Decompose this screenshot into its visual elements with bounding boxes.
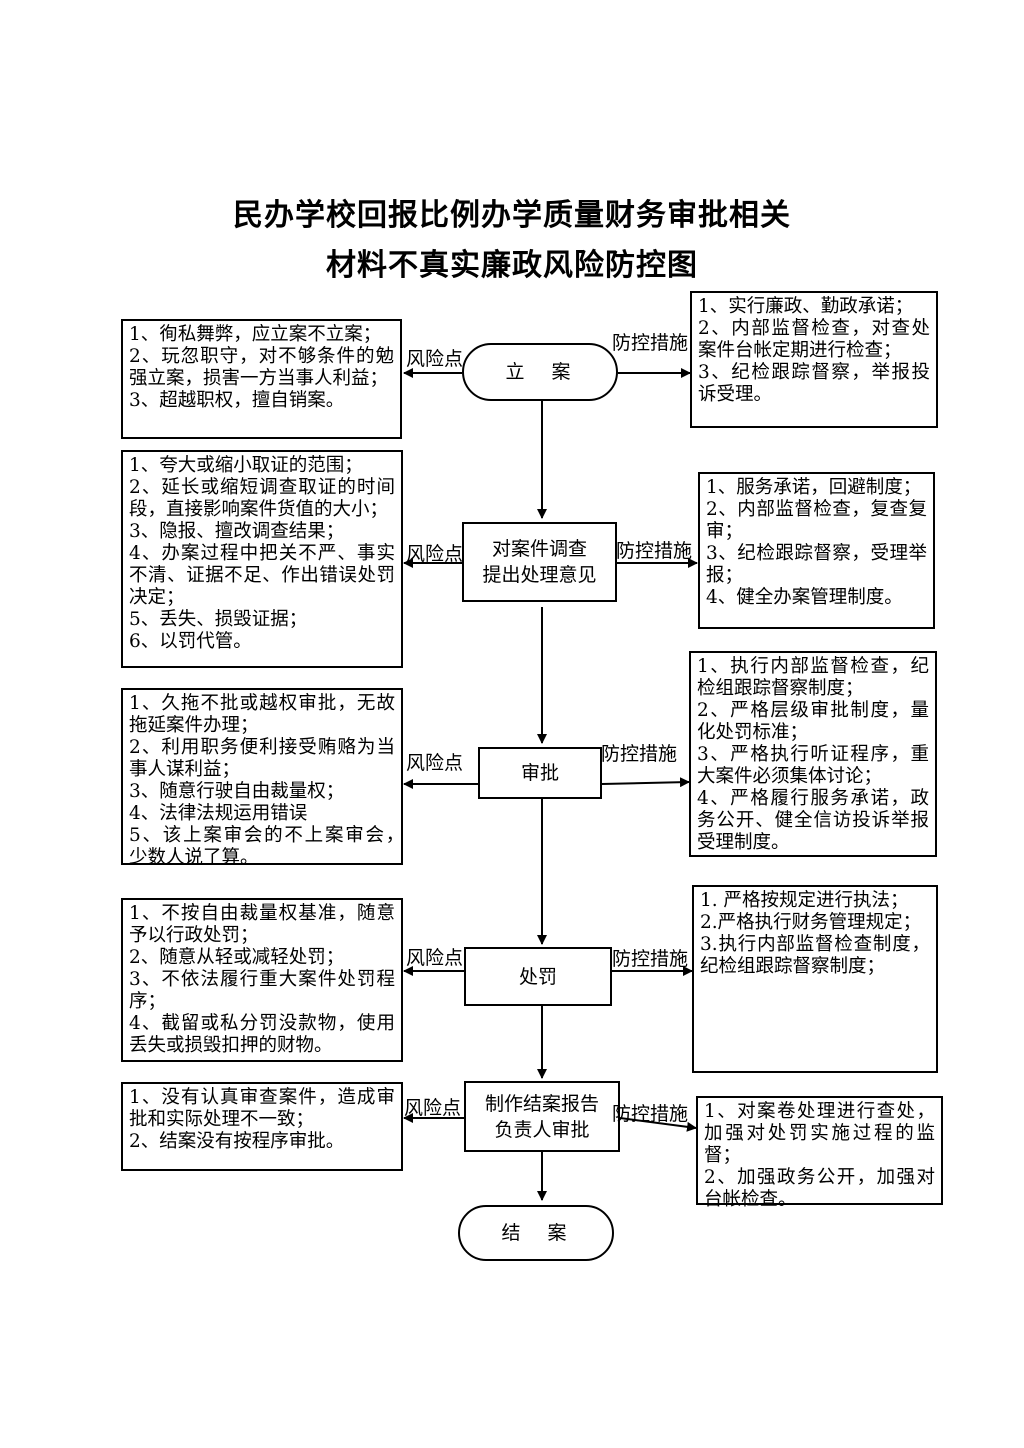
risk-label-4: 风险点: [406, 947, 464, 969]
node-investigation: 对案件调查 提出处理意见: [462, 522, 617, 602]
risk-label-1: 风险点: [406, 348, 464, 370]
title-line-2: 材料不真实廉政风险防控图: [326, 248, 698, 283]
risk-label-5: 风险点: [404, 1097, 462, 1119]
risk-box-3: 1、久拖不批或越权审批，无故拖延案件办理； 2、利用职务便利接受贿赂为当事人谋利…: [121, 688, 403, 868]
node-approval: 审批: [478, 747, 602, 799]
control-box-2: 1、服务承诺，回避制度； 2、内部监督检查，复查复审； 3、纪检跟踪督察，受理举…: [698, 472, 935, 629]
node-case-closed: 结 案: [458, 1205, 614, 1261]
risk-box-2: 1、夸大或缩小取证的范围； 2、延长或缩短调查取证的时间段，直接影响案件货值的大…: [121, 450, 403, 668]
risk-label-2: 风险点: [406, 543, 464, 565]
control-box-1: 1、实行廉政、勤政承诺； 2、内部监督检查，对查处案件台帐定期进行检查； 3、纪…: [690, 291, 938, 428]
control-label-1: 防控措施: [612, 332, 689, 354]
control-label-4: 防控措施: [612, 948, 689, 970]
risk-box-1: 1、徇私舞弊，应立案不立案； 2、玩忽职守，对不够条件的勉强立案，损害一方当事人…: [121, 319, 402, 439]
control-label-2: 防控措施: [616, 540, 693, 562]
control-arrow-3: [601, 777, 690, 788]
title-line-1: 民办学校回报比例办学质量财务审批相关: [233, 198, 791, 233]
node-penalty: 处罚: [464, 947, 612, 1006]
control-label-5: 防控措施: [612, 1103, 689, 1125]
risk-box-4: 1、不按自由裁量权基准，随意予以行政处罚； 2、随意从轻或减轻处罚； 3、不依法…: [121, 898, 403, 1062]
control-arrow-5: [619, 1117, 697, 1132]
control-box-4: 1. 严格按规定进行执法； 2.严格执行财务管理规定； 3.执行内部监督检查制度…: [692, 885, 938, 1073]
control-box-3: 1、执行内部监督检查，纪检组跟踪督察制度； 2、严格层级审批制度，量化处罚标准；…: [689, 651, 937, 857]
node-filing: 立 案: [462, 343, 618, 401]
risk-label-3: 风险点: [406, 752, 464, 774]
node-closing-report: 制作结案报告 负责人审批: [464, 1081, 620, 1152]
control-label-3: 防控措施: [601, 743, 678, 765]
control-box-5: 1、对案卷处理进行查处，加强对处罚实施过程的监督； 2、加强政务公开，加强对台帐…: [696, 1096, 943, 1210]
risk-box-5: 1、没有认真审查案件，造成审批和实际处理不一致； 2、结案没有按程序审批。: [121, 1082, 403, 1171]
